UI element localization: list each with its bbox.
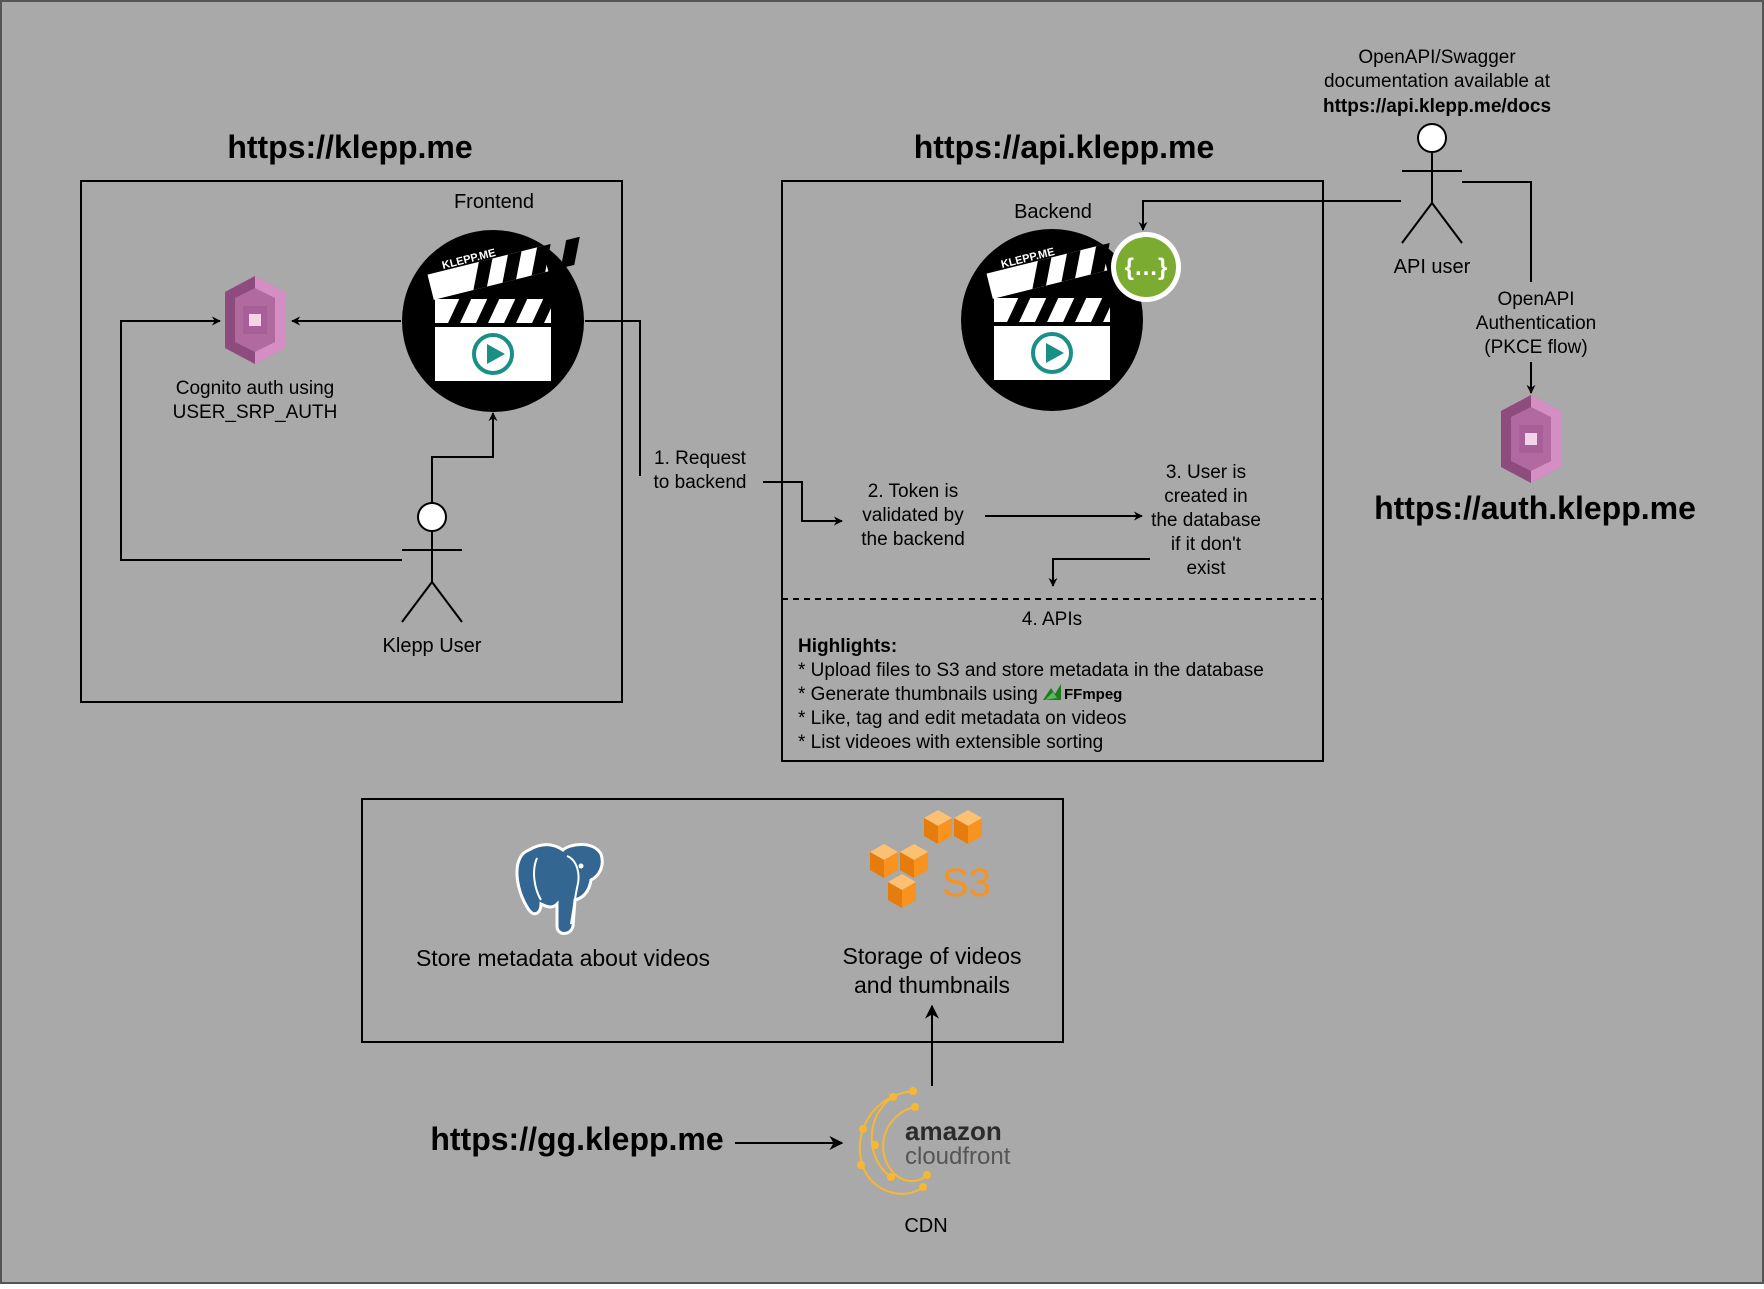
connector-apiuser-to-backend: [1138, 200, 1401, 231]
step3-line3: the database: [1151, 510, 1261, 531]
highlight-item: * Upload files to S3 and store metadata …: [798, 660, 1264, 681]
step3-line2: created in: [1164, 486, 1247, 507]
connector-user-to-cognito: [120, 316, 402, 561]
step2-line3: the backend: [861, 529, 965, 550]
s3-icon: S3: [870, 810, 991, 908]
swagger-icon: {…}: [1111, 232, 1181, 302]
postgres-label: Store metadata about videos: [416, 945, 710, 971]
docs-url: https://api.klepp.me/docs: [1323, 96, 1551, 117]
cognito-label-line1: Cognito auth using: [176, 378, 334, 399]
cognito-frontend-icon: [225, 276, 285, 364]
storage-container: [361, 798, 1064, 1043]
connector-user-to-frontend: [431, 412, 498, 503]
connector-step3-to-apis: [1048, 558, 1150, 587]
ffmpeg-icon: FFmpeg: [1043, 684, 1122, 703]
swagger-glyph: {…}: [1125, 254, 1168, 281]
step4-label: 4. APIs: [1022, 609, 1082, 630]
postgres-icon: [515, 843, 604, 935]
s3-label-line1: Storage of videos: [842, 943, 1021, 969]
backend-container: [781, 180, 1324, 762]
cognito-label-line2: USER_SRP_AUTH: [173, 402, 338, 423]
backend-title: Backend: [1014, 201, 1092, 223]
step3-line4: if it don't: [1171, 534, 1242, 555]
auth-domain-title: https://auth.klepp.me: [1374, 490, 1696, 526]
backend-logo-icon: KLEPP.ME: [959, 227, 1148, 413]
step2-line2: validated by: [862, 505, 964, 526]
highlight-item: * List videoes with extensible sorting: [798, 732, 1103, 753]
docs-line1: OpenAPI/Swagger: [1358, 47, 1516, 68]
cdn-label: CDN: [904, 1215, 947, 1237]
frontend-domain-title: https://klepp.me: [227, 129, 472, 165]
frontend-title: Frontend: [454, 191, 534, 213]
connector-request-upper: [585, 320, 641, 476]
docs-line2: documentation available at: [1324, 71, 1551, 92]
step3-line1: 3. User is: [1166, 462, 1246, 483]
cloudfront-brand-2: cloudfront: [905, 1143, 1011, 1170]
s3-label-line2: and thumbnails: [854, 972, 1010, 998]
auth-flow-line3: (PKCE flow): [1484, 337, 1587, 358]
cdn-domain-title: https://gg.klepp.me: [430, 1121, 723, 1157]
cognito-auth-icon: [1501, 395, 1561, 483]
request-line1: 1. Request: [654, 448, 747, 469]
api-user-label: API user: [1394, 256, 1471, 278]
step2-line1: 2. Token is: [868, 481, 958, 502]
cloudfront-brand-1: amazon: [905, 1116, 1002, 1146]
frontend-logo-icon: KLEPP.ME: [400, 228, 589, 414]
connector-request-to-step2: [763, 481, 843, 526]
klepp-user-label: Klepp User: [383, 635, 482, 657]
auth-flow-line2: Authentication: [1476, 313, 1596, 334]
cloudfront-icon: amazon cloudfront: [857, 1087, 1011, 1195]
highlights-title: Highlights:: [798, 636, 897, 657]
request-line2: to backend: [654, 472, 747, 493]
auth-flow-line1: OpenAPI: [1497, 289, 1574, 310]
frontend-container: [80, 180, 623, 703]
ffmpeg-label: FFmpeg: [1064, 686, 1122, 703]
highlight-item: * Generate thumbnails using: [798, 684, 1038, 705]
highlight-item: * Like, tag and edit metadata on videos: [798, 708, 1127, 729]
step3-line5: exist: [1186, 558, 1226, 579]
s3-glyph: S3: [942, 861, 991, 905]
api-domain-title: https://api.klepp.me: [914, 129, 1214, 165]
connector-apiuser-to-auth-upper: [1462, 181, 1532, 282]
